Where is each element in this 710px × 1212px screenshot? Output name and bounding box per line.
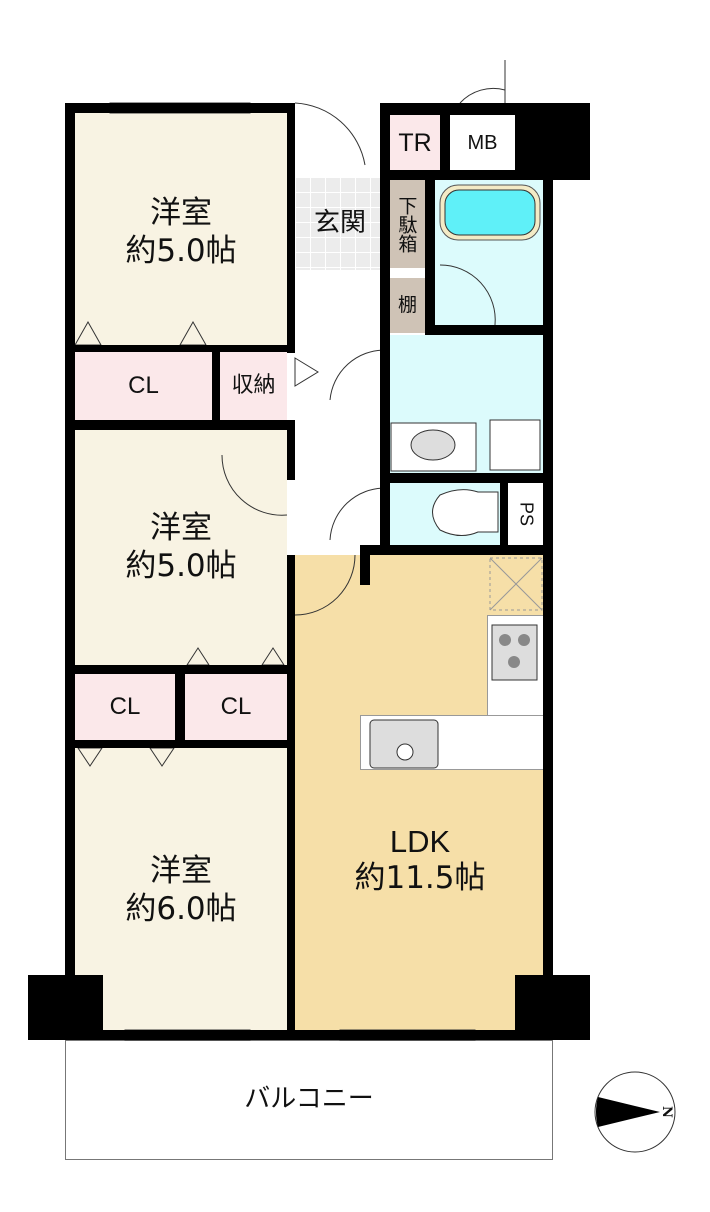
door-swing: [294, 102, 366, 166]
door-swing: [459, 87, 506, 104]
stove-icon: [491, 624, 538, 681]
trunk-room-label: TR: [398, 128, 432, 157]
closet-1-label: CL: [128, 371, 159, 399]
western-room-1-label: 洋室約5.0帖: [125, 195, 237, 269]
toilet-icon: [432, 489, 499, 536]
walls: [28, 103, 590, 1040]
closet-2: [75, 674, 175, 740]
door-swing: [329, 487, 386, 541]
compass-north-label: N: [658, 1106, 674, 1118]
storage: [220, 352, 287, 420]
washing-machine-pan: [489, 419, 541, 471]
balcony-label: バルコニー: [244, 1084, 374, 1115]
refrigerator-space: [489, 557, 543, 611]
closet-3: [185, 674, 287, 740]
closet-1: [75, 352, 212, 420]
door-swing: [294, 554, 356, 616]
compass-icon: [594, 1071, 676, 1153]
storage-label: 収納: [231, 372, 276, 398]
balcony: [65, 1040, 553, 1160]
door-swing: [329, 349, 386, 401]
entrance-label: 玄関: [313, 207, 366, 238]
western-room-1: [75, 113, 287, 352]
washbasin-icon: [410, 429, 456, 461]
closet-3-label: CL: [220, 692, 252, 720]
door-swing: [439, 264, 496, 326]
shoe-cabinet: [387, 180, 425, 268]
entrance: [295, 177, 385, 270]
closet-2-label: CL: [109, 692, 141, 720]
meter-box-label: MB: [467, 131, 498, 154]
meter-box: [450, 115, 515, 170]
trunk-room: [390, 115, 440, 170]
door-swing: [221, 454, 288, 516]
shelf-label: 棚: [397, 294, 417, 317]
pipe-space: [508, 483, 543, 545]
bathtub-water: [444, 189, 536, 236]
shoe-cabinet-label: 下駄箱: [395, 195, 418, 253]
western-room-2: [75, 430, 287, 665]
western-room-2-label: 洋室約5.0帖: [125, 510, 237, 584]
pipe-space-label: PS: [516, 501, 537, 526]
western-room-3-label: 洋室約6.0帖: [125, 853, 237, 927]
western-room-3: [75, 748, 287, 1030]
shelf: [390, 278, 425, 333]
